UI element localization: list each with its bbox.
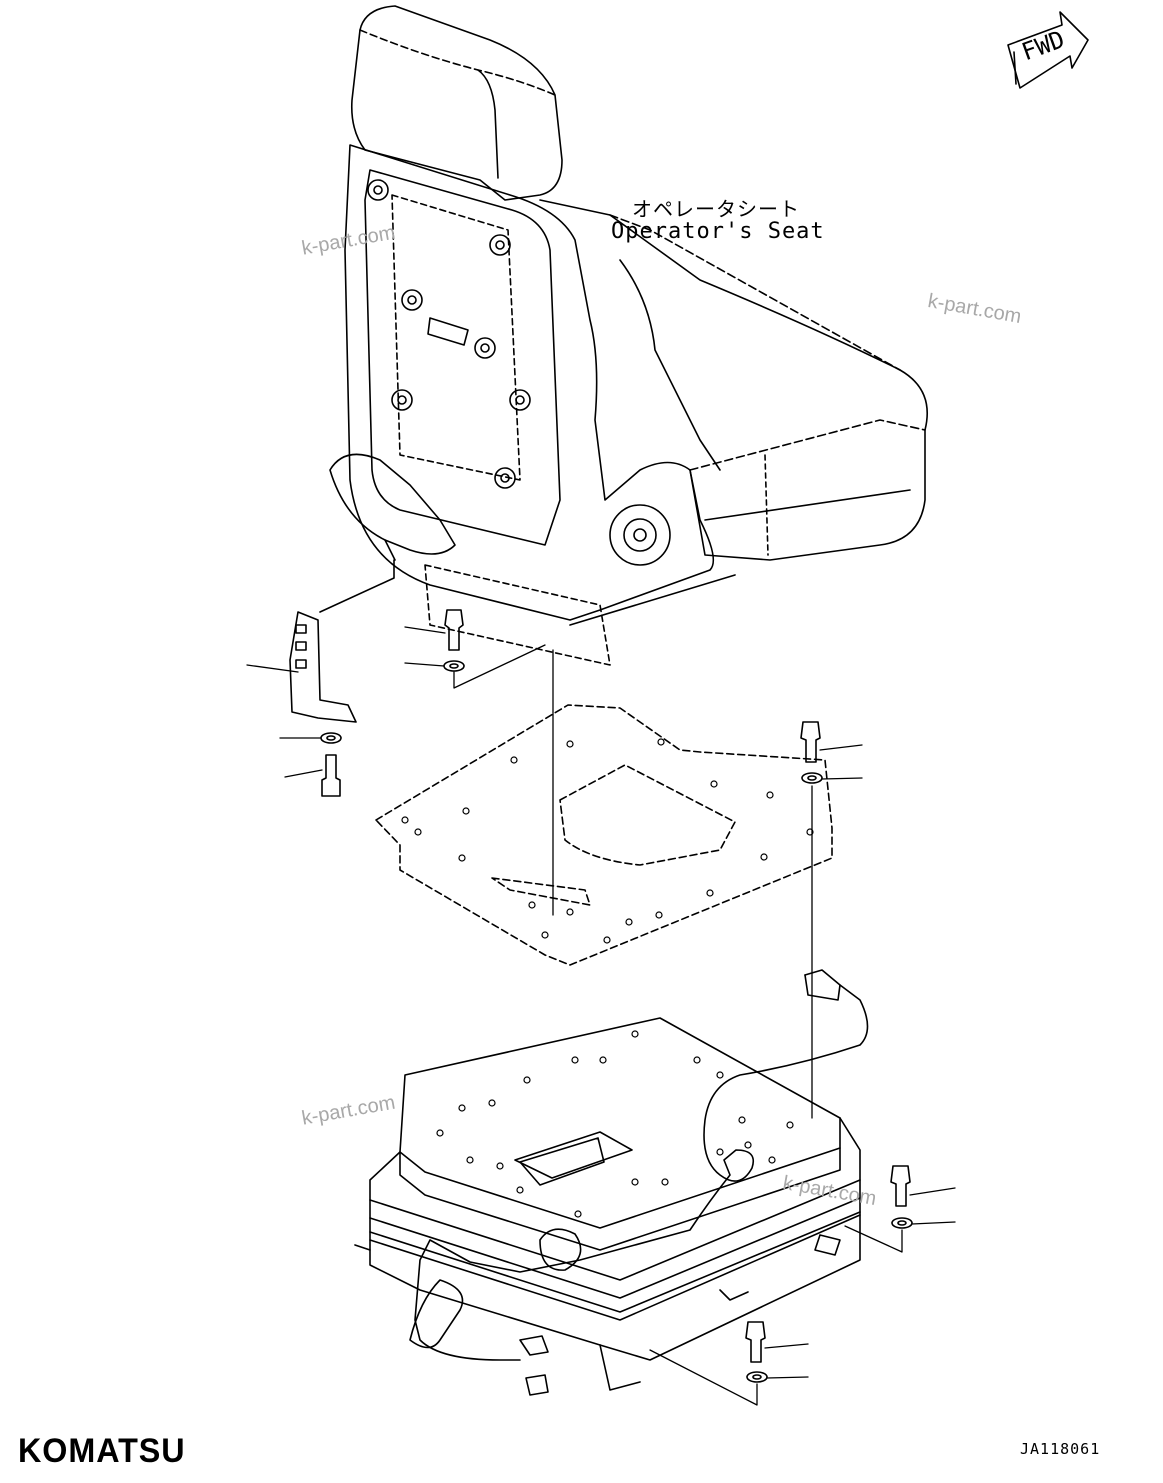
drawing-code: JA118061 <box>1020 1440 1101 1458</box>
seat-suspension-base <box>354 969 869 1396</box>
washer-icon <box>801 772 823 784</box>
leader-lines <box>246 626 956 1406</box>
washer-icon <box>891 1217 913 1229</box>
brand-logo: KOMATSU <box>18 1432 186 1470</box>
seat-label-japanese: オペレータシート <box>632 197 800 221</box>
washer-icon <box>320 732 342 744</box>
seat-label-english: Operator's Seat <box>611 219 825 244</box>
bolt-icon <box>321 754 341 797</box>
bolt-icon <box>800 721 821 763</box>
bracket-part <box>289 559 395 723</box>
bolt-icon <box>444 609 464 651</box>
floor-plate-holes <box>401 738 814 944</box>
suspension-holes <box>436 1030 794 1218</box>
bolt-icon <box>890 1165 911 1207</box>
washer-icon <box>443 660 465 672</box>
operator-seat <box>329 5 929 666</box>
floor-plate <box>375 704 833 966</box>
washer-icon <box>746 1371 768 1383</box>
bolt-icon <box>745 1321 766 1363</box>
fwd-arrow-icon <box>1007 11 1089 89</box>
